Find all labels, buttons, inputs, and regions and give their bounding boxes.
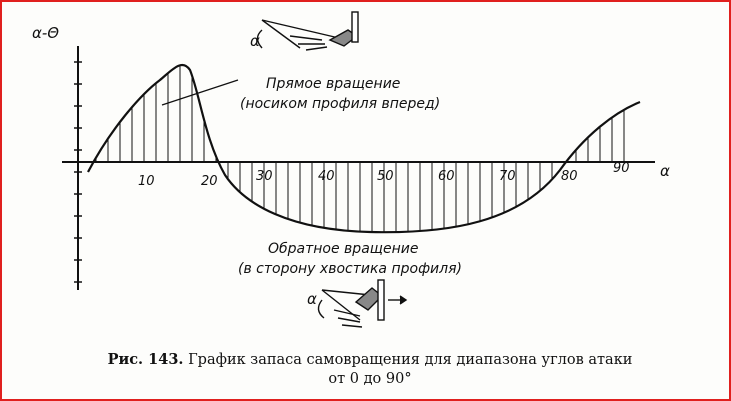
y-axis-label: α-Θ xyxy=(32,24,59,42)
x-tick-50: 50 xyxy=(377,169,394,184)
reverse-rotation-title: Обратное вращение xyxy=(268,241,418,257)
caption-figure-number: Рис. 143. xyxy=(107,351,184,368)
figure-caption: Рис. 143. График запаса самовращения для… xyxy=(30,350,710,389)
x-tick-20: 20 xyxy=(201,174,218,189)
caption-text: График запаса самовращения для диапазона… xyxy=(188,352,633,368)
caption-line-1: Рис. 143. График запаса самовращения для… xyxy=(30,350,710,370)
reverse-profile-sketch xyxy=(317,279,408,328)
forward-rotation-title: Прямое вращение xyxy=(266,76,400,92)
top-alpha-label: α xyxy=(250,32,260,50)
forward-rotation-note: (носиком профиля вперед) xyxy=(240,96,440,112)
x-tick-70: 70 xyxy=(499,169,516,184)
reverse-rotation-note: (в сторону хвостика профиля) xyxy=(238,261,462,277)
bottom-alpha-label: α xyxy=(307,290,317,308)
forward-profile-sketch xyxy=(256,11,359,51)
x-tick-80: 80 xyxy=(561,169,578,184)
x-axis-label: α xyxy=(660,162,670,180)
caption-line-2: от 0 до 90° xyxy=(328,371,412,387)
x-tick-40: 40 xyxy=(318,169,335,184)
x-tick-60: 60 xyxy=(438,169,455,184)
x-tick-30: 30 xyxy=(256,169,273,184)
x-tick-90: 90 xyxy=(613,161,630,176)
y-axis-ticks xyxy=(74,61,82,283)
forward-leader-line xyxy=(161,79,239,106)
autorotation-curve xyxy=(87,63,641,234)
curve-hatching xyxy=(95,65,625,233)
x-tick-10: 10 xyxy=(138,174,155,189)
